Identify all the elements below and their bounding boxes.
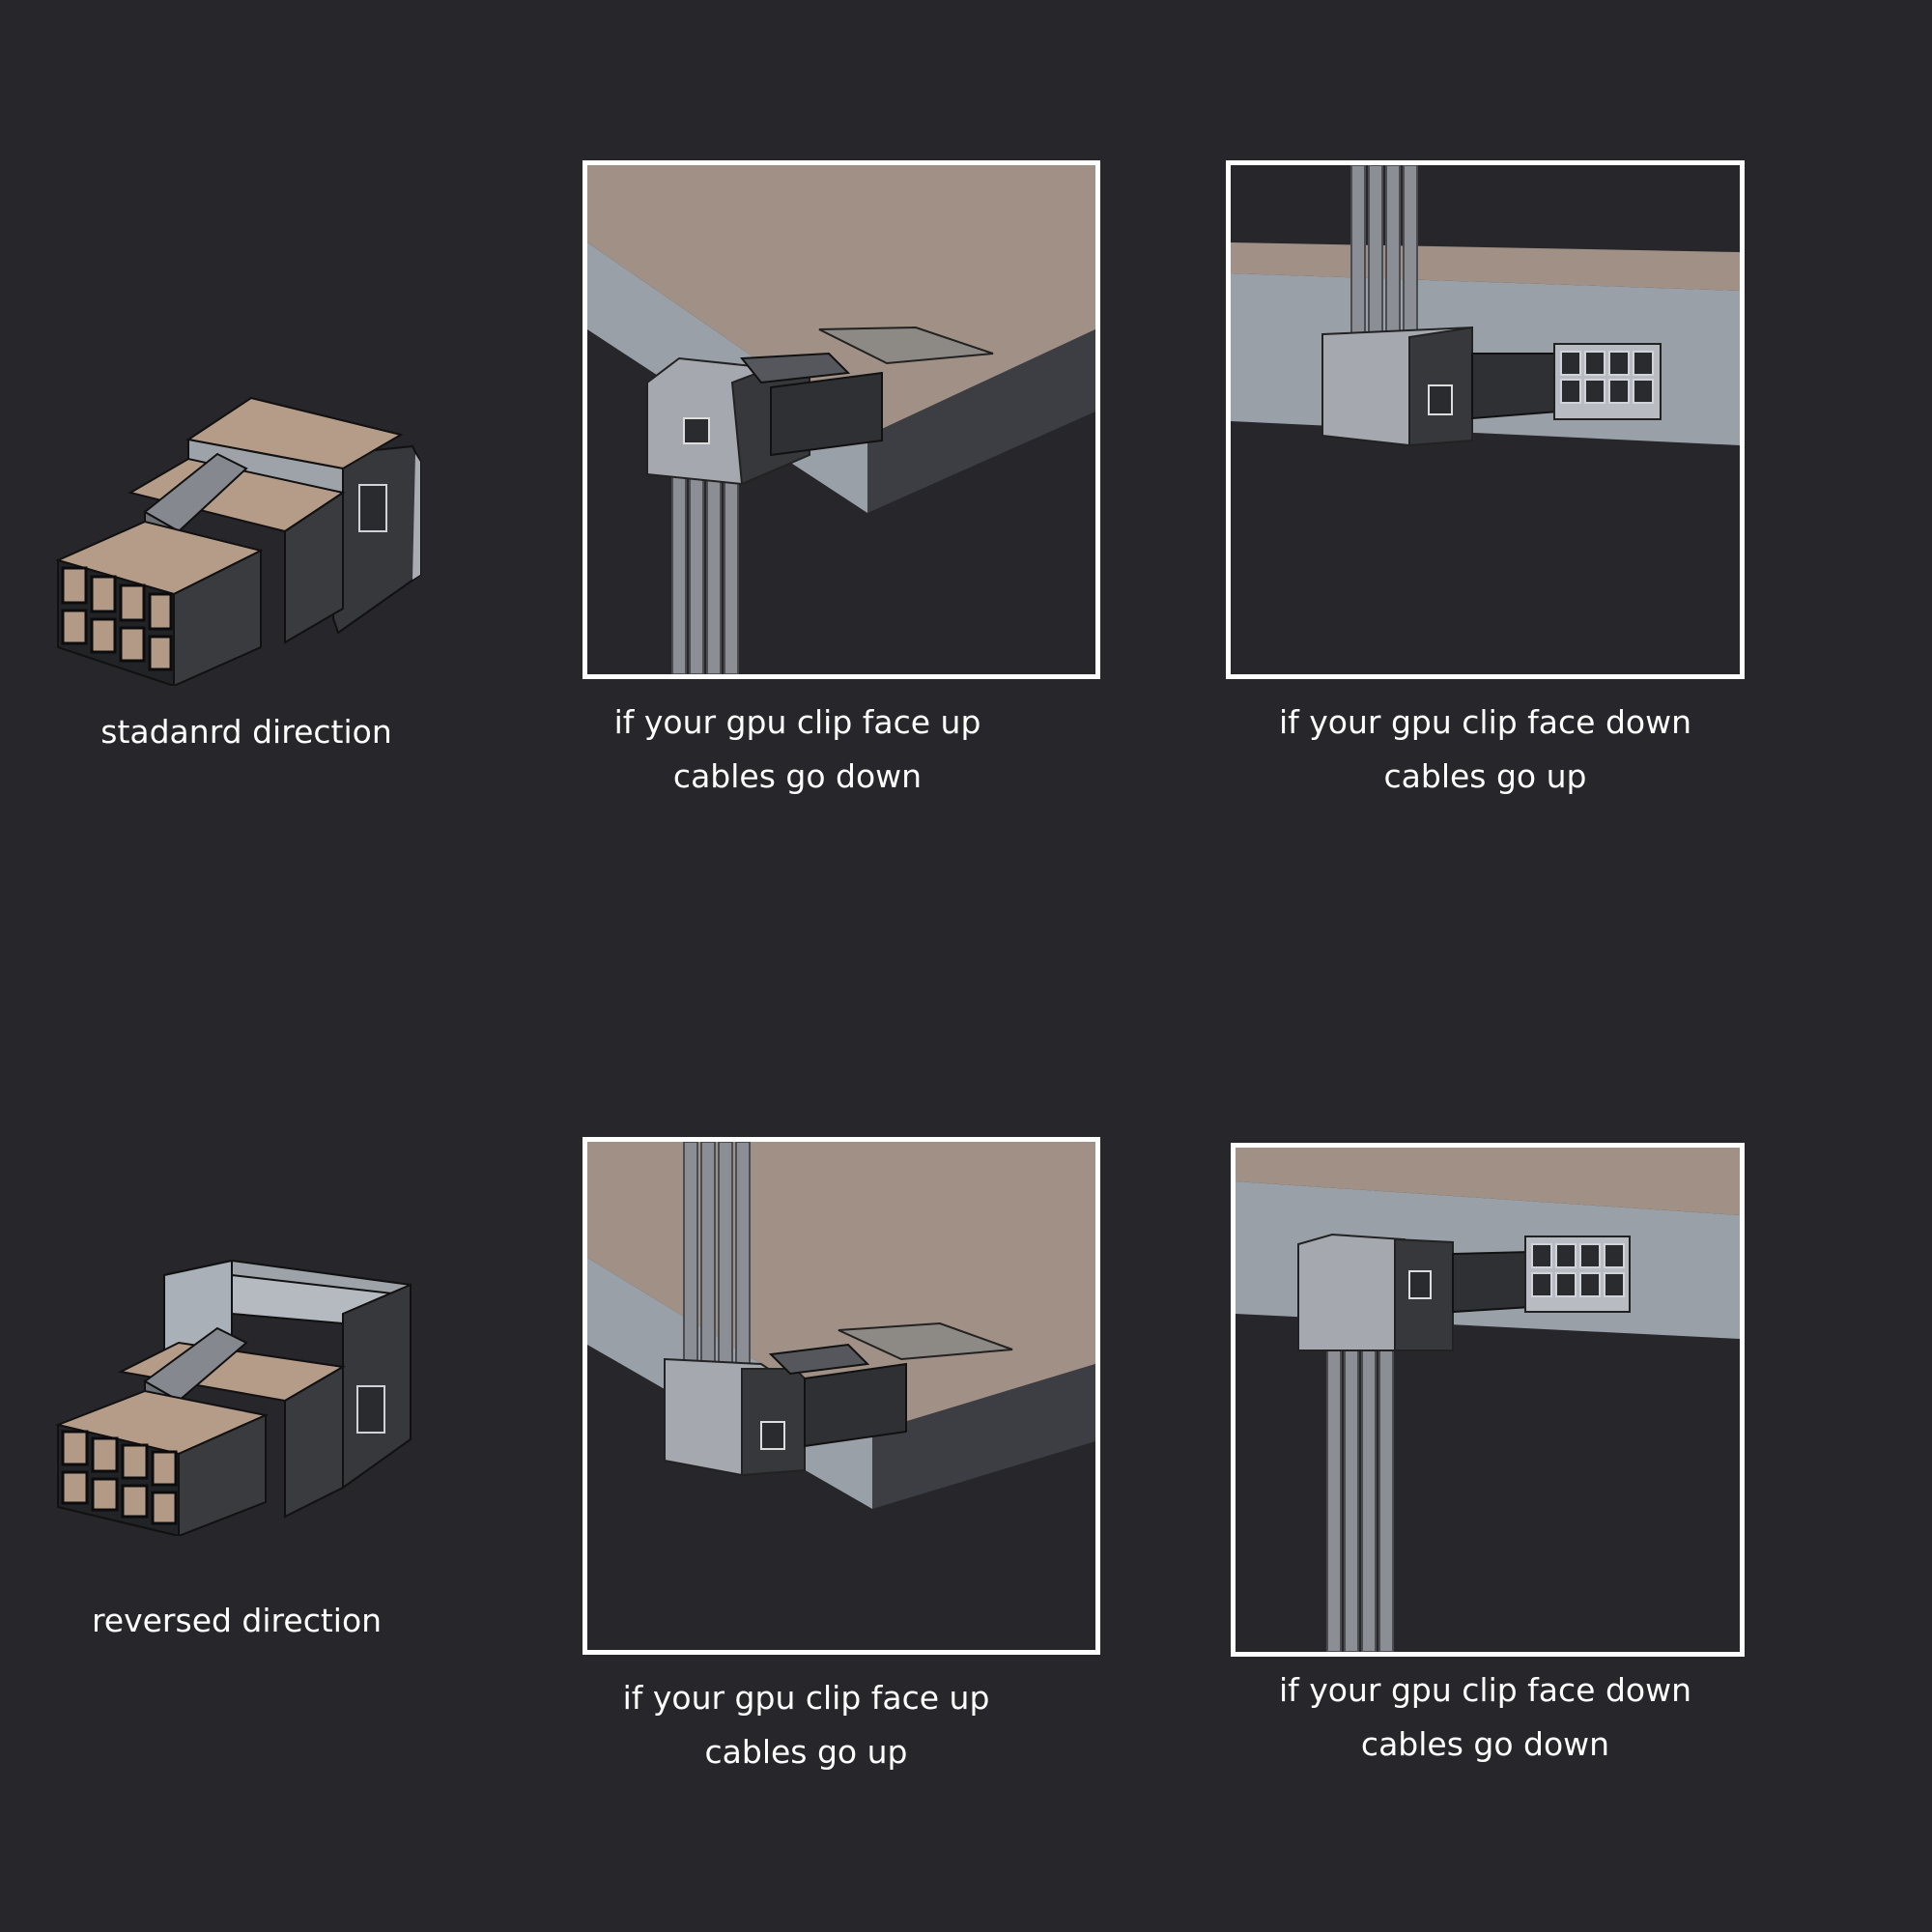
panel-reversed-clip-up — [582, 1137, 1100, 1655]
panel-reversed-clip-down-caption: if your gpu clip face down cables go dow… — [1226, 1663, 1745, 1772]
reversed-direction-label: reversed direction — [48, 1594, 425, 1648]
panel-standard-clip-down-caption: if your gpu clip face down cables go up — [1226, 696, 1745, 804]
caption-line-1: if your gpu clip face down — [1278, 1671, 1691, 1709]
panel-reversed-clip-up-caption: if your gpu clip face up cables go up — [591, 1671, 1021, 1779]
caption-line-2: cables go up — [704, 1733, 908, 1771]
panel-standard-clip-up — [582, 160, 1100, 679]
panel-standard-clip-up-caption: if your gpu clip face up cables go down — [582, 696, 1012, 804]
standard-direction-label: stadanrd direction — [58, 705, 435, 759]
standard-connector-illustration — [53, 386, 430, 686]
panel-reversed-clip-down — [1231, 1143, 1745, 1657]
caption-line-1: if your gpu clip face down — [1278, 703, 1691, 741]
caption-line-1: if your gpu clip face up — [622, 1679, 990, 1717]
row-label-text: stadanrd direction — [100, 713, 392, 751]
caption-line-1: if your gpu clip face up — [613, 703, 981, 741]
caption-line-2: cables go down — [1360, 1725, 1610, 1763]
reversed-connector-illustration — [53, 1256, 430, 1536]
caption-line-2: cables go down — [672, 757, 923, 795]
row-label-text: reversed direction — [91, 1602, 383, 1639]
panel-standard-clip-down — [1226, 160, 1745, 679]
caption-line-2: cables go up — [1383, 757, 1587, 795]
